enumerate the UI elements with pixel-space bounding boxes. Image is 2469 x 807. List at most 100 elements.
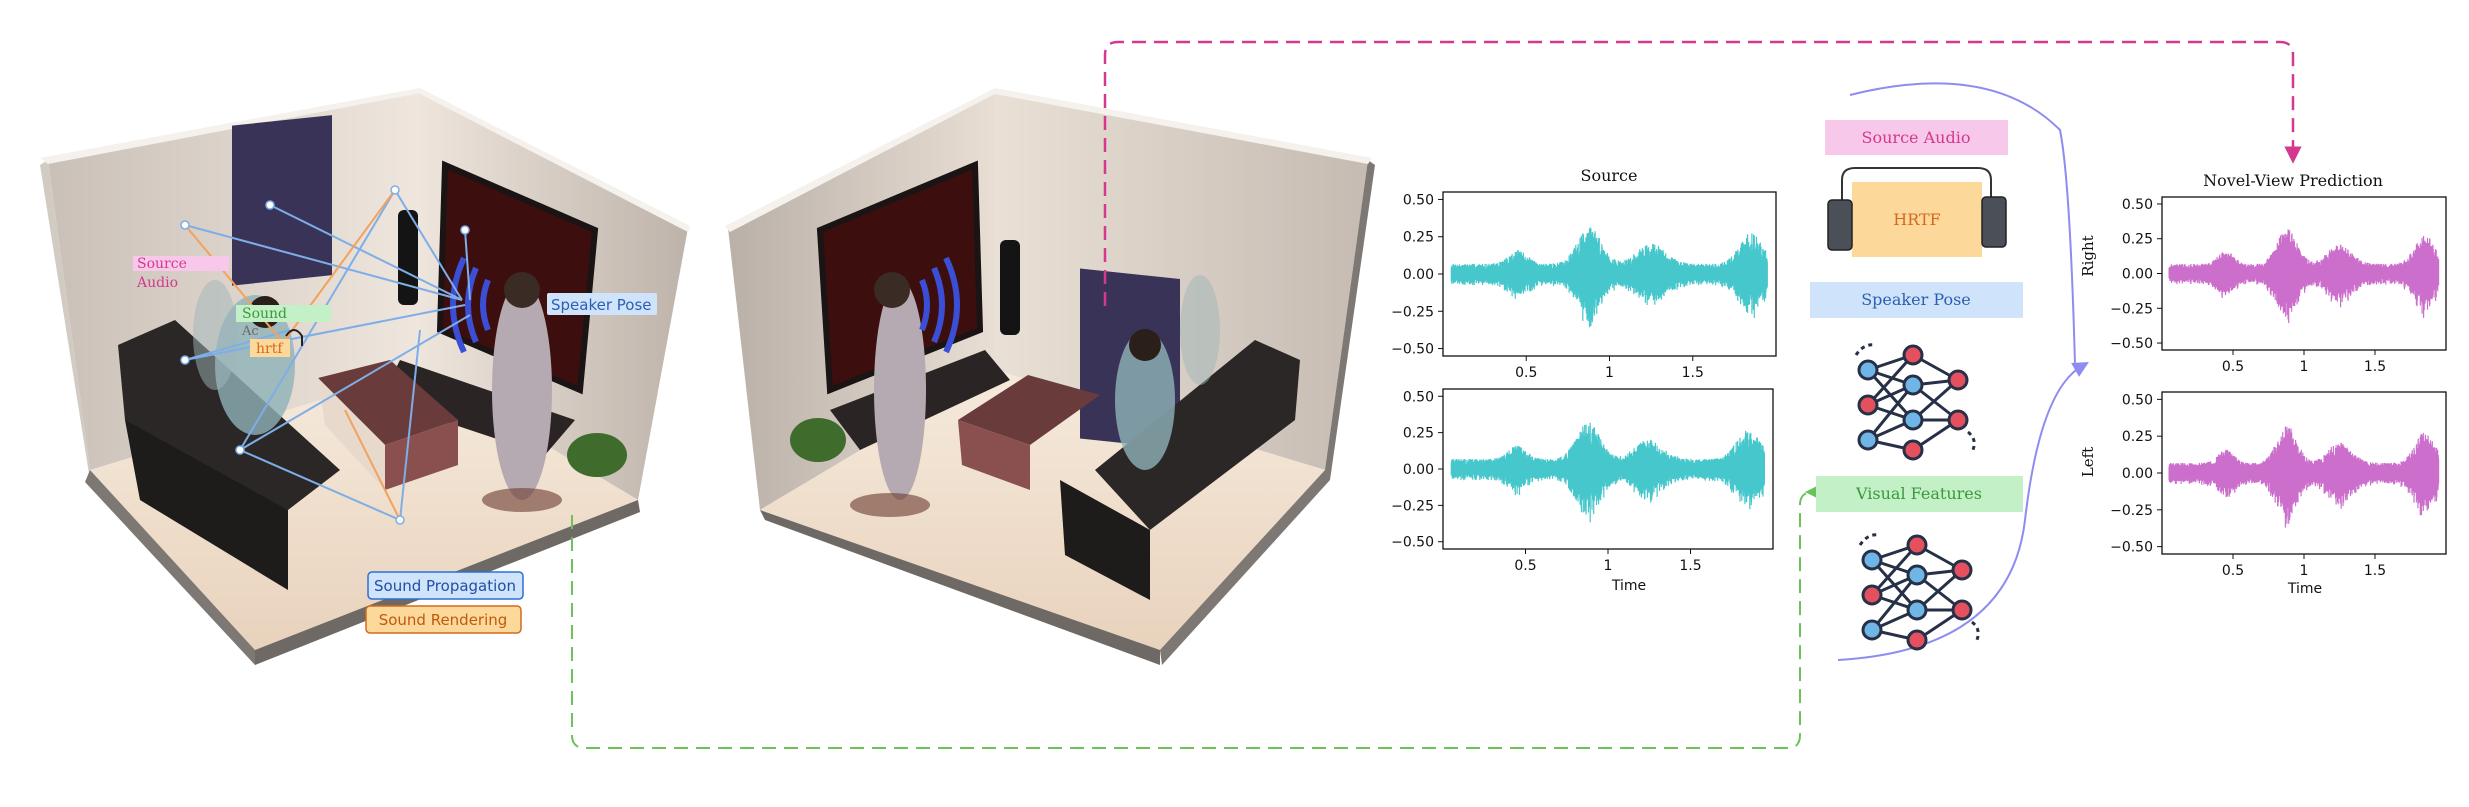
guitar [1000,240,1020,335]
ghost-person [193,280,237,390]
ray-endpoints [180,185,470,525]
propagation-rays [184,189,471,521]
nn-node [1906,629,1928,651]
sofa [1095,340,1300,530]
listener-person [1115,330,1175,470]
coffee-table-top [958,375,1100,445]
hrtf-label-bg [250,339,290,357]
sound-wave-icon [450,256,491,354]
nn-node [1857,394,1879,416]
coffee-table-front [958,420,1030,490]
purple-curve-top [1849,82,2081,367]
nn-node [1947,409,1969,431]
y-tick-label: −0.50 [1391,342,1434,358]
x-tick-label: 1 [1605,365,1614,381]
waveform [1450,227,1768,328]
wall-edge-left [40,160,90,480]
x-tick-label: 0.5 [2222,563,2244,579]
nn-node [1902,344,1924,366]
nn-node [1857,429,1879,451]
guitar [398,210,418,305]
source-audio-label-bg [133,256,229,271]
y-tick-label: 0.00 [2122,267,2153,283]
y-tick-label: −0.25 [1391,498,1434,514]
sofa-front [125,420,288,590]
nn-spark [1854,343,1877,356]
y-tick-label: 0.25 [1403,426,1434,442]
y-tick-label: 0.00 [2122,466,2153,482]
plant [567,433,627,477]
nn-node [1902,439,1924,461]
source-plot-xlabel: Time [1611,578,1646,594]
y-tick-label: −0.25 [2110,503,2153,519]
prediction-plot-xlabel: Time [2287,581,2322,597]
nn-node [1902,409,1924,431]
y-tick-label: 0.25 [2122,232,2153,248]
x-tick-label: 0.5 [2222,359,2244,375]
left-room-illustration: Source Audio Sound Ac hrtf Speaker Pose … [40,88,690,665]
visual-features-box [1816,476,2023,512]
sound-sub-label: Ac [241,324,259,339]
wall-top-right [420,88,690,232]
y-tick-label: −0.50 [2110,540,2153,556]
speaker-person [492,280,552,500]
coffee-table-front [385,420,458,490]
y-tick-label: −0.50 [1391,535,1434,551]
sound-propagation-label-bg [367,571,524,600]
nn-edge [1866,384,1915,441]
speaker-pose-label: Speaker Pose [551,296,652,314]
sound-label-bg [236,305,331,322]
x-tick-label: 1.5 [1679,558,1701,574]
nn-node [1951,559,1973,581]
source-audio-label-line1: Source [137,256,187,272]
sound-label: Sound [242,306,287,322]
nn-edge [1870,574,1919,631]
y-tick-label: 0.50 [1403,192,1434,208]
green-dashed-arrow [571,485,1819,749]
speaker-head [504,272,540,308]
base-edge-front [85,470,255,665]
x-tick-label: 1.5 [2364,359,2386,375]
neural-network-icon-2 [1858,533,1980,651]
speaker-pose-label-bg [547,293,657,315]
base-edge-front [760,510,1160,665]
middle-room-illustration [725,88,1375,665]
source-plot-title: Source [1581,166,1638,185]
source-audio-box [1825,120,2008,155]
speaker-pose-box [1810,282,2023,318]
x-tick-label: 1.5 [2364,563,2386,579]
headphone-icon [285,329,303,346]
nn-node [1906,599,1928,621]
nn-spark [1858,533,1881,546]
wall-top-right [995,88,1372,164]
listener-head [1129,329,1161,361]
hrtf-box-label: HRTF [1893,210,1941,229]
x-tick-label: 1.5 [1682,365,1704,381]
nn-node [1902,374,1924,396]
waveform [2168,229,2440,323]
nn-node [1861,619,1883,641]
source-audio-box-label: Source Audio [1862,128,1971,147]
sound-propagation-label: Sound Propagation [374,577,516,595]
y-tick-label: −0.50 [2110,336,2153,352]
visual-features-box-label: Visual Features [1855,484,1982,503]
y-tick-label: 0.50 [1403,389,1434,405]
speaker-pose-box-label: Speaker Pose [1861,290,1971,309]
x-tick-label: 1 [1604,558,1613,574]
right-channel-ylabel: Right [2079,235,2097,276]
x-tick-label: 1 [2300,563,2309,579]
ghost-person [1180,275,1220,385]
y-tick-label: 0.00 [1403,462,1434,478]
sound-wave-icon [919,256,960,354]
hrtf-label: hrtf [256,341,284,357]
nn-node [1857,359,1879,381]
y-tick-label: 0.25 [2122,429,2153,445]
nn-edge [1866,353,1915,407]
pipeline-column: Source Audio HRTF Speaker Pose Visual Fe… [1810,120,2023,651]
waveform [2168,426,2440,528]
x-tick-label: 0.5 [1515,365,1537,381]
